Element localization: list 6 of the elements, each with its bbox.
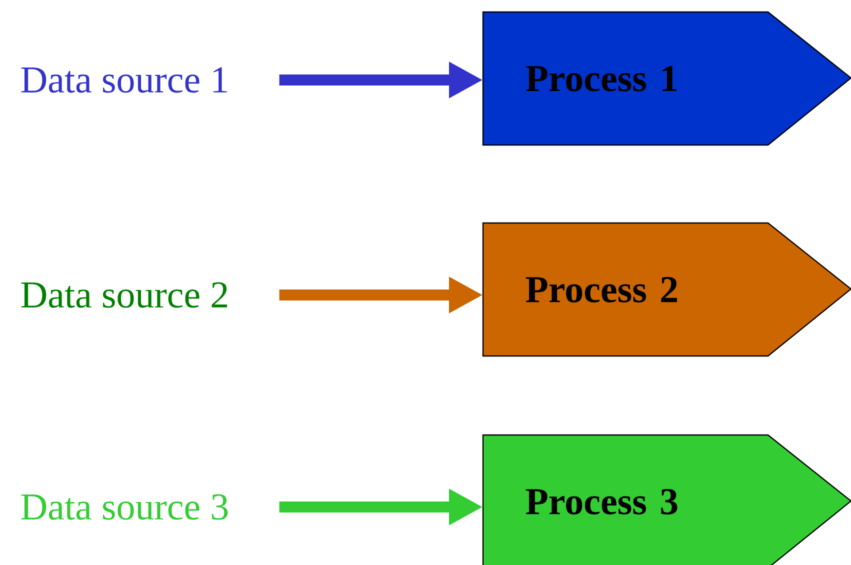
process-arrow-box: Process 3 — [482, 434, 851, 565]
source-label: Data source 1 — [21, 67, 227, 93]
process-arrow-box: Process 1 — [482, 11, 851, 146]
source-label: Data source 2 — [21, 282, 228, 308]
source-label: Data source 3 — [21, 494, 228, 520]
process-arrow-box: Process 2 — [482, 222, 851, 357]
